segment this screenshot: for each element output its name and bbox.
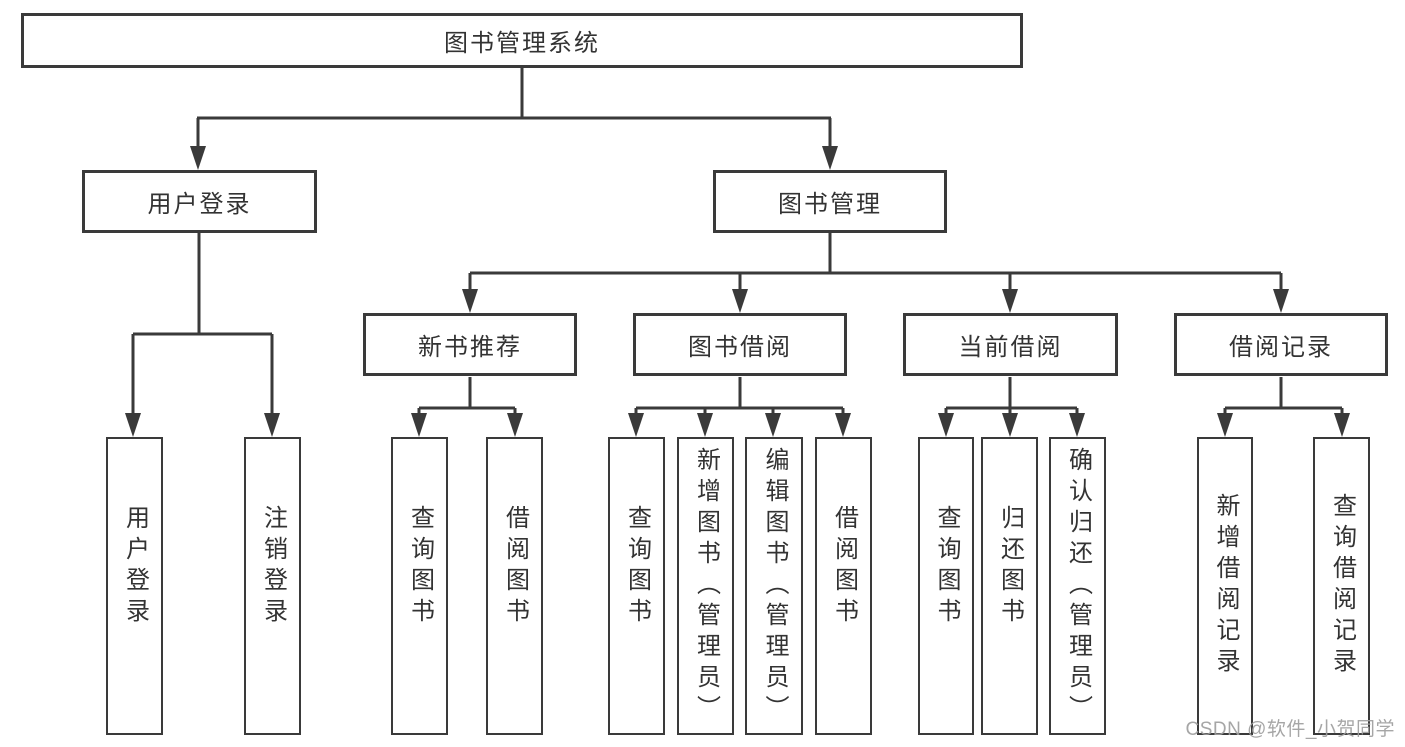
leaf-borrow-books-rec: 借阅图书 — [486, 437, 543, 735]
node-label: 用户登录 — [147, 191, 252, 218]
leaf-logout: 注销登录 — [244, 437, 301, 735]
leaf-label: 新增图书（管理员） — [692, 446, 720, 726]
arrow-br-query — [1334, 413, 1350, 437]
leaf-label: 用户登录 — [121, 505, 149, 629]
arrow-book-mgmt — [822, 146, 838, 170]
arrow-current-borrow — [1002, 289, 1018, 313]
leaf-label: 归还图书 — [996, 505, 1024, 629]
arrow-bb-query — [628, 413, 644, 437]
node-borrowing-records: 借阅记录 — [1174, 313, 1388, 376]
leaf-user-login: 用户登录 — [106, 437, 163, 735]
leaf-add-books-admin: 新增图书（管理员） — [677, 437, 734, 735]
node-label: 图书管理 — [778, 191, 882, 218]
leaf-edit-books-admin: 编辑图书（管理员） — [745, 437, 803, 735]
node-new-book-recommendation: 新书推荐 — [363, 313, 577, 376]
node-user-login: 用户登录 — [82, 170, 317, 233]
arrowheads — [125, 146, 1350, 437]
leaf-label: 查询图书 — [406, 505, 434, 629]
leaf-return-books: 归还图书 — [981, 437, 1038, 735]
leaf-label: 查询借阅记录 — [1328, 493, 1356, 679]
leaf-add-borrow-record: 新增借阅记录 — [1197, 437, 1253, 735]
leaf-query-books-rec: 查询图书 — [391, 437, 448, 735]
leaf-label: 查询图书 — [623, 505, 651, 629]
node-label: 图书管理系统 — [444, 30, 600, 57]
leaf-label: 借阅图书 — [830, 505, 858, 629]
leaf-query-books-current: 查询图书 — [918, 437, 974, 735]
node-label: 借阅记录 — [1229, 334, 1333, 361]
node-label: 当前借阅 — [958, 334, 1063, 361]
arrow-bb-edit — [765, 413, 781, 437]
arrow-book-borrow — [732, 289, 748, 313]
leaf-label: 查询图书 — [933, 505, 960, 629]
node-book-management: 图书管理 — [713, 170, 947, 233]
node-library-management-system: 图书管理系统 — [21, 13, 1023, 68]
arrow-br-add — [1217, 413, 1233, 437]
arrow-user-login — [190, 146, 206, 170]
leaf-label: 注销登录 — [259, 505, 287, 629]
arrow-ul-logout — [264, 413, 280, 437]
arrow-nr-query — [411, 413, 427, 437]
arrow-bb-borrow — [835, 413, 851, 437]
leaf-query-borrow-record: 查询借阅记录 — [1313, 437, 1370, 735]
node-current-borrowing: 当前借阅 — [903, 313, 1118, 376]
node-label: 新书推荐 — [418, 334, 522, 361]
leaf-query-books-borrow: 查询图书 — [608, 437, 665, 735]
arrow-cb-confirm — [1069, 413, 1085, 437]
leaf-label: 新增借阅记录 — [1212, 493, 1239, 679]
watermark-text: CSDN @软件_小贺同学 — [1185, 719, 1395, 740]
leaf-label: 借阅图书 — [501, 505, 529, 629]
arrow-cb-return — [1002, 413, 1018, 437]
node-book-borrowing: 图书借阅 — [633, 313, 847, 376]
arrow-new-book-rec — [462, 289, 478, 313]
arrow-borrow-record — [1273, 289, 1289, 313]
node-label: 图书借阅 — [688, 334, 792, 361]
leaf-label: 确认归还（管理员） — [1064, 446, 1092, 726]
leaf-label: 编辑图书（管理员） — [761, 446, 788, 726]
arrow-cb-query — [938, 413, 954, 437]
arrow-ul-login — [125, 413, 141, 437]
leaf-confirm-return-admin: 确认归还（管理员） — [1049, 437, 1106, 735]
leaf-borrow-books: 借阅图书 — [815, 437, 872, 735]
arrow-nr-borrow — [507, 413, 523, 437]
arrow-bb-add — [697, 413, 713, 437]
